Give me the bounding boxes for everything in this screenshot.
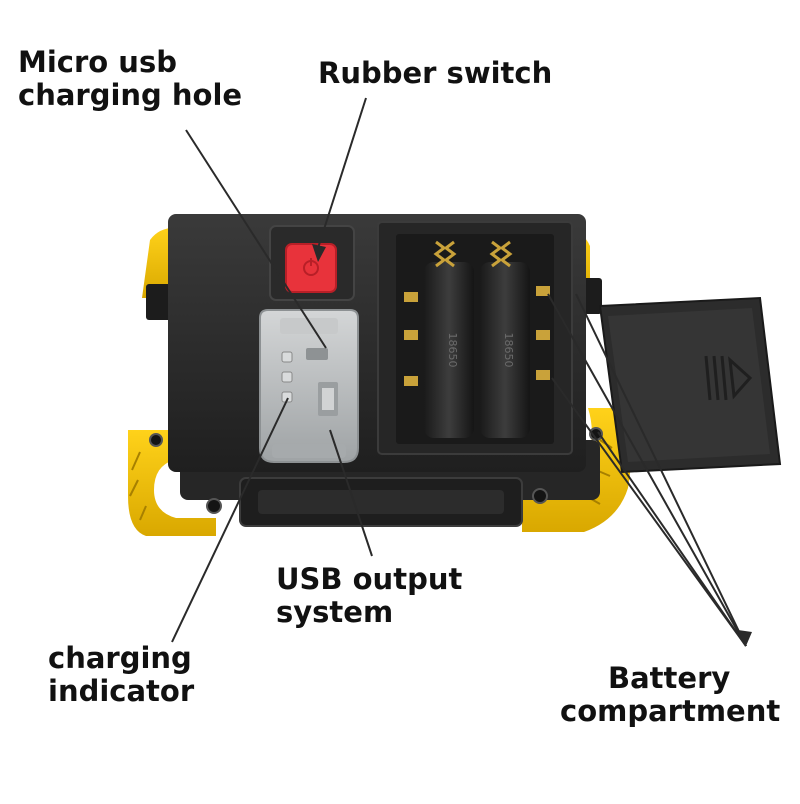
battery-cell <box>424 262 474 438</box>
label-line: USB output <box>276 562 463 596</box>
leader-rubber-switch <box>317 97 367 249</box>
label-line: Rubber switch <box>318 56 553 90</box>
label-micro-usb-charging-hole: Micro usb charging hole <box>18 45 243 113</box>
label-line: system <box>276 595 394 630</box>
leader-usb-output <box>329 429 373 557</box>
label-line: Battery <box>608 661 731 695</box>
battery-cover <box>598 296 782 474</box>
indicator-led <box>281 351 293 363</box>
leader-lines <box>171 97 752 647</box>
label-line: charging <box>48 641 192 675</box>
label-line: compartment <box>560 694 781 729</box>
micro-usb-port <box>306 348 328 360</box>
leader-battery-3 <box>575 293 747 647</box>
indicator-led <box>281 371 293 383</box>
battery-compartment: 18650 18650 <box>377 221 573 455</box>
leader-battery-4 <box>597 431 747 647</box>
leader-micro-usb <box>185 129 327 349</box>
port-cover <box>259 309 359 463</box>
label-battery-compartment: Battery compartment <box>560 661 781 729</box>
arrow-head <box>312 244 326 262</box>
label-rubber-switch: Rubber switch <box>318 56 553 90</box>
label-charging-indicator: charging indicator <box>48 641 195 709</box>
battery-marking: 18650 <box>446 333 459 368</box>
leader-charging-indicator <box>171 397 289 643</box>
battery-cell <box>480 262 530 438</box>
arrow-head <box>738 630 752 646</box>
label-usb-output-system: USB output system <box>276 562 463 630</box>
label-line: charging hole <box>18 78 243 113</box>
label-line: indicator <box>48 674 195 709</box>
leader-battery-1 <box>547 293 747 647</box>
label-line: Micro usb <box>18 45 177 79</box>
battery-marking: 18650 <box>502 333 515 368</box>
rubber-switch <box>269 225 355 301</box>
leader-battery-2 <box>551 377 747 647</box>
